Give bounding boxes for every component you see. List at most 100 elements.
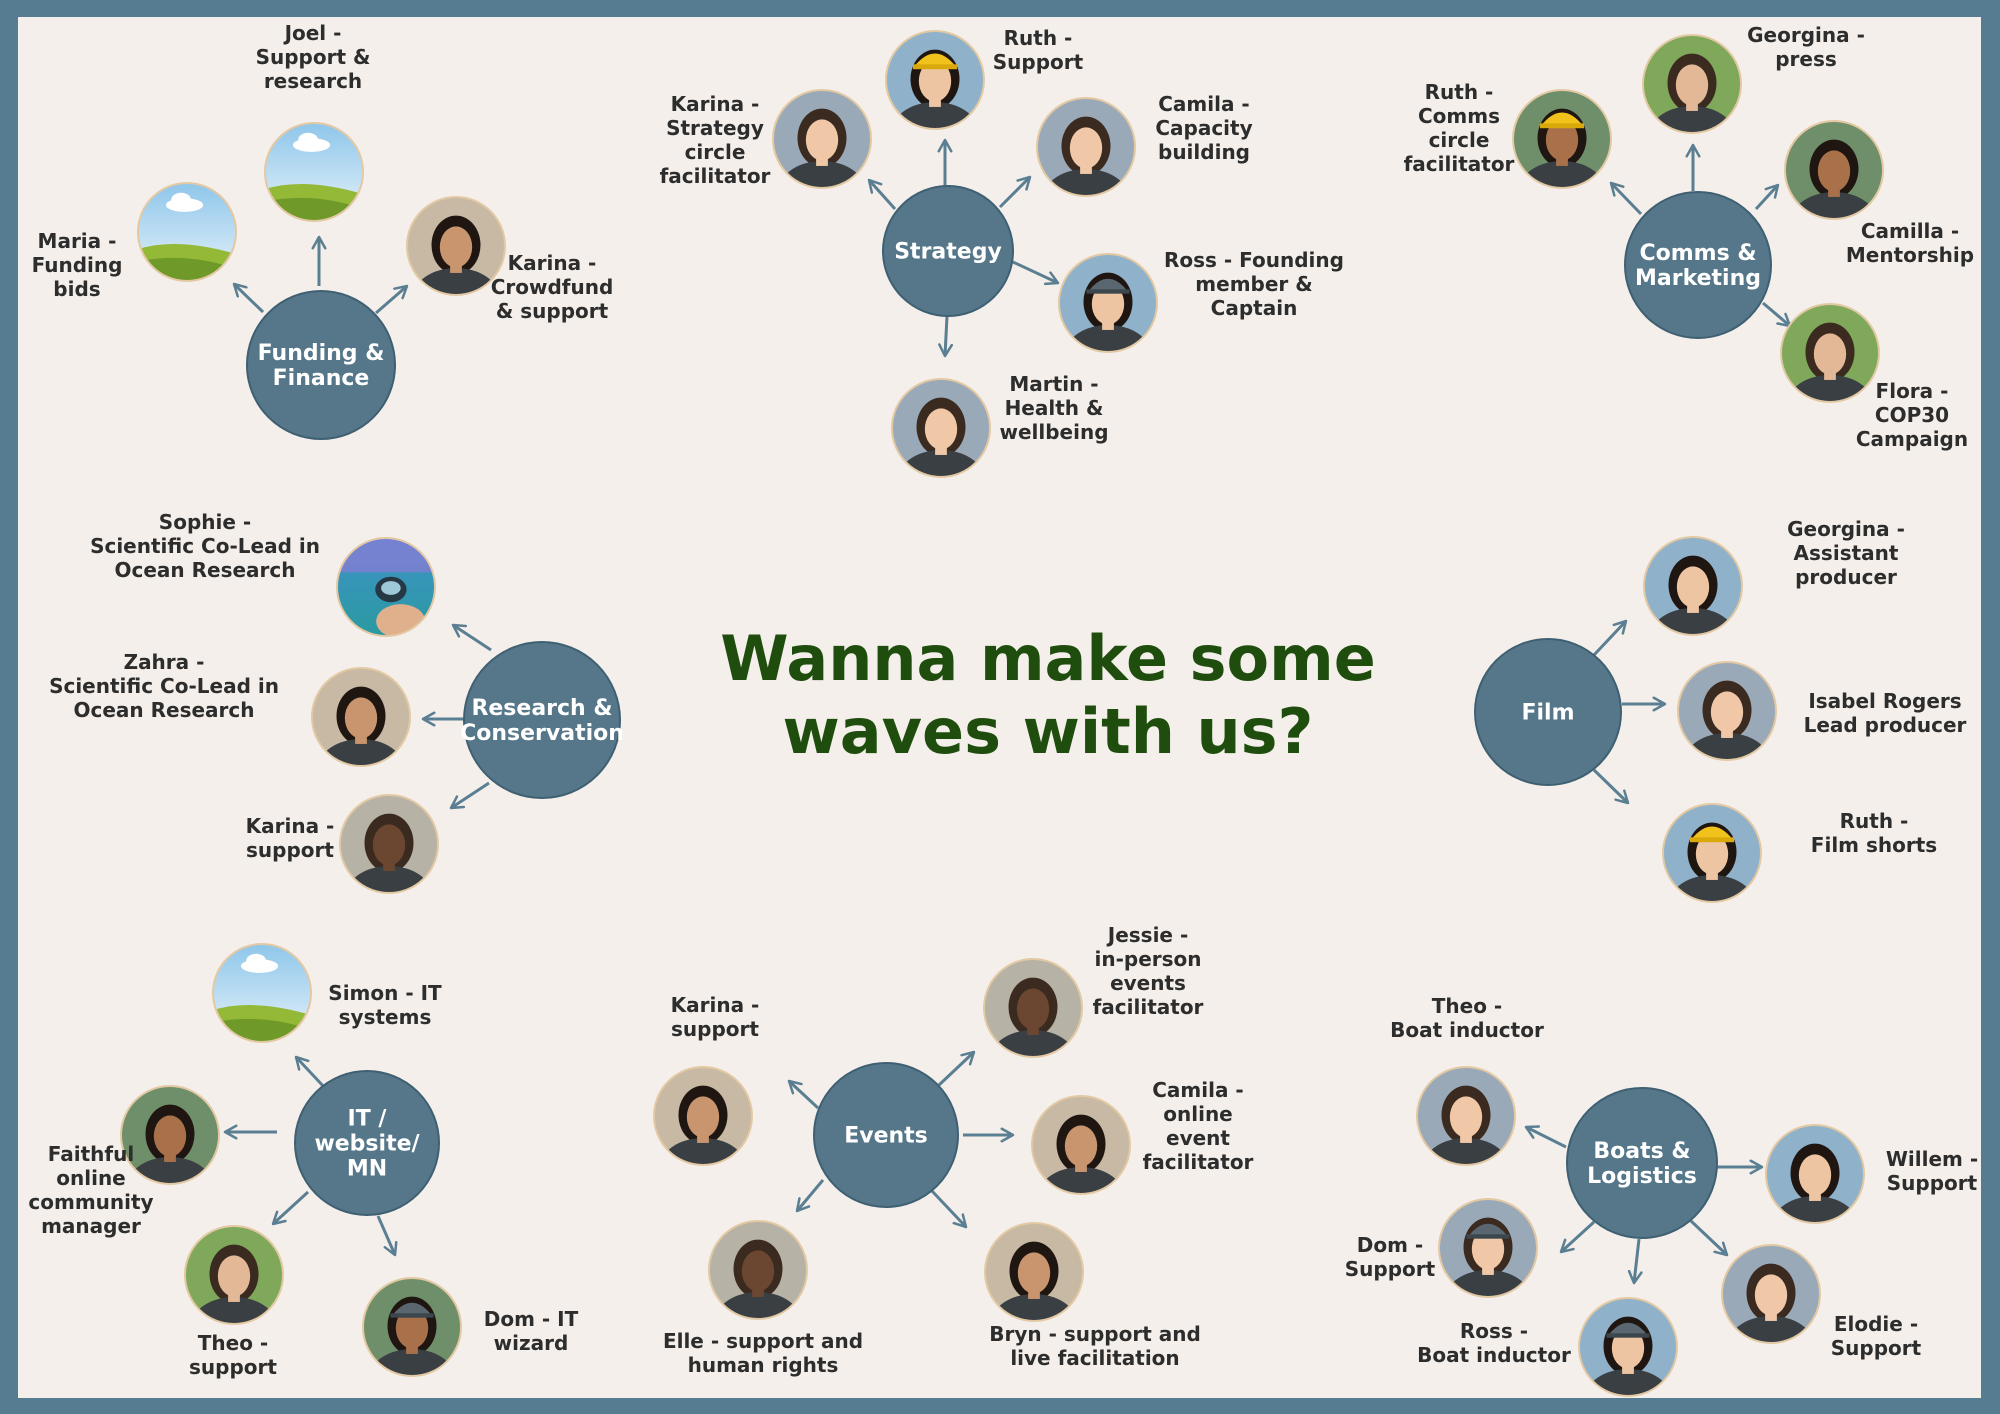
member-label-line: Zahra - [124, 650, 205, 674]
member-label-line: Lead producer [1804, 713, 1967, 737]
member-label: Camilla -Mentorship [1846, 219, 1974, 267]
member-label-line: Strategy [666, 116, 764, 140]
member-label-line: Sophie - [159, 510, 251, 534]
member-label-line: systems [339, 1005, 432, 1029]
member-label-line: Ruth - [1425, 80, 1494, 104]
photo-portrait-icon [891, 378, 991, 478]
member-label-line: Dom - IT [484, 1307, 579, 1331]
hub-film-label-line: Film [1521, 701, 1574, 726]
photo-portrait-icon [1784, 120, 1884, 220]
connector-arrow [938, 315, 954, 358]
photo-portrait-icon [1642, 34, 1742, 134]
photo-portrait-icon [1036, 97, 1136, 197]
hub-funding-finance-label-line: Finance [273, 366, 370, 391]
connector-arrow [1559, 1220, 1596, 1254]
connector-arrow [1754, 183, 1780, 211]
member-label-line: research [264, 69, 362, 93]
member-label-line: Assistant [1794, 541, 1899, 565]
photo-portrait-icon [1677, 661, 1777, 761]
connector-arrow [998, 175, 1032, 209]
member-label-line: Capacity [1155, 116, 1252, 140]
hub-comms-marketing-label-line: Comms & [1639, 241, 1756, 266]
photo-portrait-icon [1643, 536, 1743, 636]
member-label: Dom -Support [1345, 1233, 1436, 1281]
member-label-line: Camila - [1152, 1078, 1243, 1102]
member-label-line: Support [1887, 1171, 1978, 1195]
member-label-line: Jessie - [1106, 923, 1189, 947]
member-label-line: wizard [494, 1331, 569, 1355]
connector-arrow [1592, 619, 1628, 657]
member-label-line: Ruth - [1004, 26, 1073, 50]
member-label-line: Crowdfund [491, 275, 614, 299]
hub-strategy-circle [882, 185, 1014, 317]
member-label-line: Simon - IT [328, 981, 442, 1005]
member-label: Ruth -Film shorts [1811, 809, 1937, 857]
member-label-line: support [246, 838, 334, 862]
photo-portrait-icon [772, 89, 872, 189]
member-label-line: Scientific Co-Lead in [49, 674, 279, 698]
member-label: Willem -Support [1886, 1147, 1978, 1195]
photo-portrait-cap-icon [362, 1277, 462, 1377]
member-label: Georgina -press [1747, 23, 1865, 71]
photo-layer [120, 30, 1884, 1397]
hub-strategy-label-line: Strategy [894, 240, 1002, 265]
connector-arrow [787, 1079, 820, 1110]
member-label-line: Ruth - [1840, 809, 1909, 833]
member-label: Elodie -Support [1831, 1312, 1922, 1360]
connector-arrow [449, 781, 490, 810]
connector-arrow [376, 1215, 398, 1257]
photo-portrait-yellow-cap-icon [1512, 89, 1612, 189]
member-label-line: Karina - [508, 251, 597, 275]
member-label: Karina -support [671, 993, 760, 1041]
connector-arrow [375, 284, 409, 315]
member-label-line: Film shorts [1811, 833, 1937, 857]
photo-portrait-icon [1416, 1066, 1516, 1166]
member-label-line: Camila - [1158, 92, 1249, 116]
hub-film-label: Film [1521, 701, 1574, 726]
member-label-line: Ocean Research [73, 698, 254, 722]
member-label-line: Elle - support and [663, 1329, 863, 1353]
photo-portrait-icon [120, 1085, 220, 1185]
hub-film-circle [1474, 638, 1622, 786]
member-label-line: circle [685, 140, 746, 164]
connector-arrow [867, 178, 897, 211]
photo-sky-landscape-icon [137, 182, 237, 282]
photo-underwater-icon [336, 537, 436, 637]
member-label-line: Martin - [1009, 372, 1098, 396]
photo-portrait-cap-icon [1578, 1297, 1678, 1397]
photo-portrait-icon [184, 1225, 284, 1325]
photo-portrait-cap-icon [1438, 1198, 1538, 1298]
hub-boats-logistics-label-line: Boats & [1593, 1139, 1690, 1164]
photo-portrait-yellow-cap-icon [1662, 803, 1762, 903]
member-label-line: building [1158, 140, 1250, 164]
member-label-line: Flora - [1876, 379, 1949, 403]
hub-it-website-mn-label-line: website/ [314, 1132, 420, 1157]
hub-funding-finance-label-line: Funding & [258, 341, 385, 366]
hub-comms-marketing-label-line: Marketing [1635, 266, 1761, 291]
member-label-line: producer [1795, 565, 1897, 589]
connector-arrow [451, 623, 492, 652]
connector-arrow [1627, 1238, 1643, 1285]
arrow-layer [223, 138, 1792, 1285]
hub-events-label: Events [844, 1124, 928, 1149]
member-label: Theo -support [189, 1331, 277, 1379]
member-label: Ross -Boat inductor [1417, 1319, 1571, 1367]
member-label-line: facilitator [1404, 152, 1515, 176]
member-label-line: member & [1195, 272, 1312, 296]
hub-strategy-label: Strategy [894, 240, 1002, 265]
member-label-line: event [1166, 1126, 1230, 1150]
member-label-line: Joel - [283, 21, 342, 45]
member-label-line: & support [496, 299, 609, 323]
member-label-line: Karina - [671, 993, 760, 1017]
member-label-line: in-person [1094, 947, 1201, 971]
photo-portrait-icon [406, 196, 506, 296]
